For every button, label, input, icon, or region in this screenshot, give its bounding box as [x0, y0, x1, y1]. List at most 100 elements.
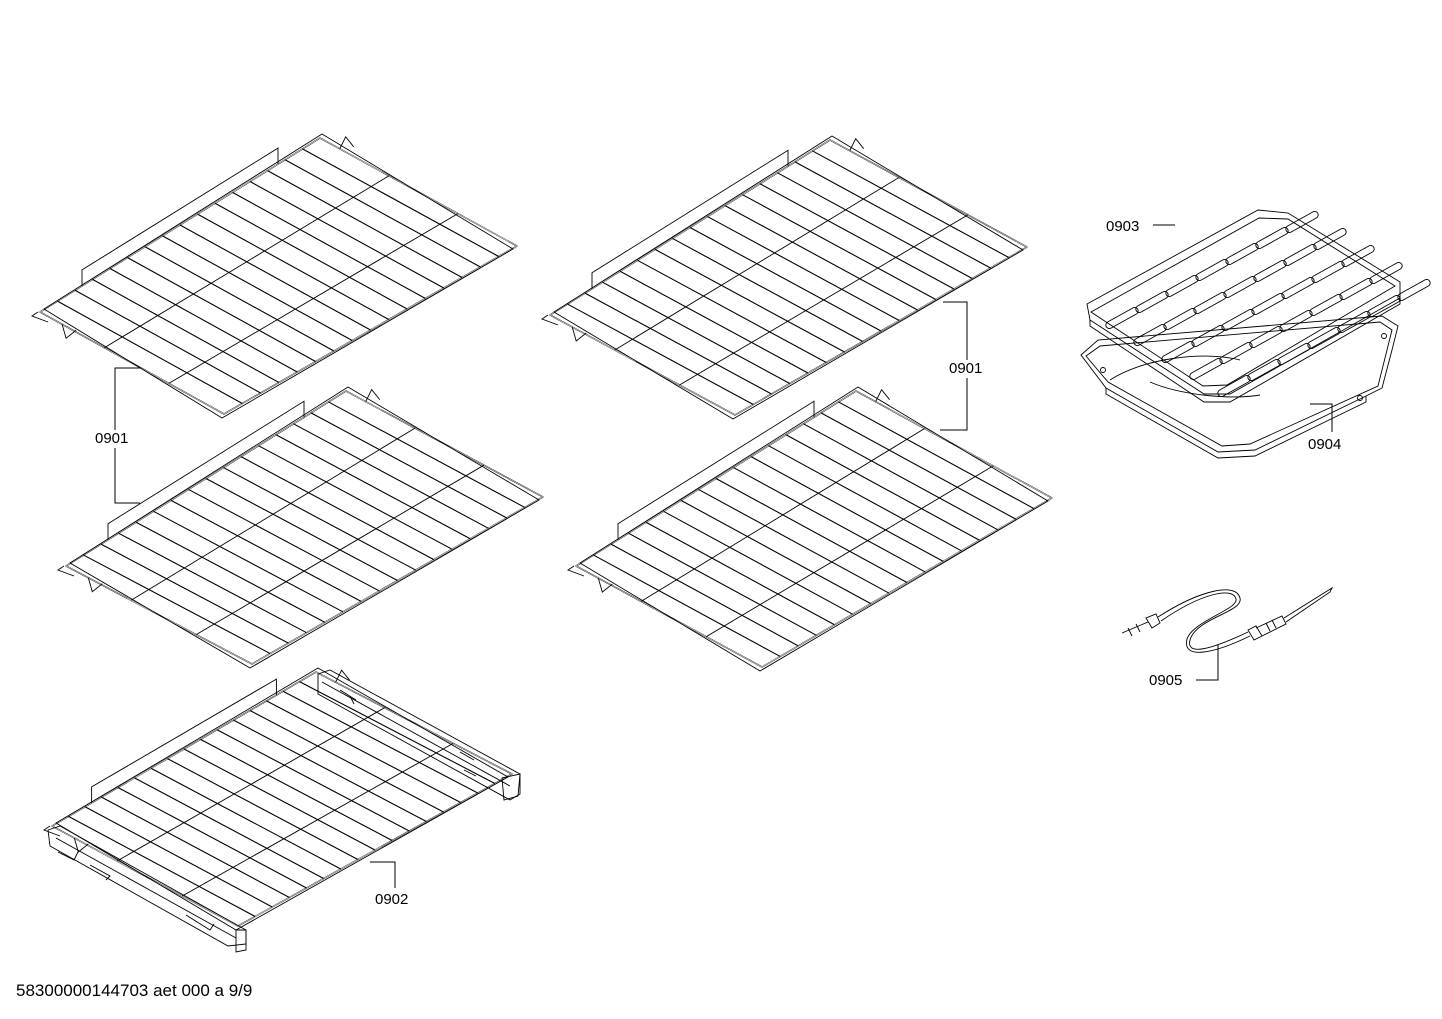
- grid-slot: [1251, 293, 1285, 315]
- rack-wire: [135, 521, 326, 623]
- rack-wire: [637, 259, 827, 363]
- grid-slot: [1189, 358, 1223, 380]
- rack-wire: [707, 216, 900, 321]
- grid-slot: [1307, 327, 1341, 349]
- rack-wire: [153, 510, 344, 613]
- oven-rack-top-right: [541, 135, 1028, 420]
- rack-wire: [205, 478, 398, 581]
- grid-slot: [1283, 244, 1317, 266]
- grid-slot: [1191, 325, 1225, 347]
- grid-slot: [1367, 295, 1401, 317]
- rack-wire: [150, 767, 342, 870]
- grid-slot: [1221, 309, 1255, 331]
- rack-wire: [654, 248, 845, 353]
- broil-pan: [1080, 315, 1399, 459]
- rack-wire: [100, 543, 289, 644]
- rack-wire: [680, 499, 872, 605]
- rack-wire: [284, 159, 481, 268]
- rack-wire: [610, 543, 799, 647]
- grid-slot: [1313, 228, 1347, 250]
- oven-rack-bottom-left: [57, 386, 544, 669]
- rack-wire: [214, 202, 408, 310]
- meat-probe: [1121, 586, 1334, 653]
- grid-slot: [1133, 324, 1167, 346]
- rack-wire: [302, 148, 499, 257]
- rack-wire: [619, 270, 809, 374]
- rack-wire: [117, 787, 307, 889]
- rack-wire: [310, 412, 507, 519]
- rack-wire: [233, 719, 427, 822]
- rack-wire: [144, 246, 335, 352]
- grid-slot: [1309, 294, 1343, 316]
- rack-wire: [179, 224, 371, 331]
- rack-wire: [249, 181, 445, 289]
- grid-slot: [1397, 279, 1431, 301]
- grid-slot: [1339, 278, 1373, 300]
- rack-wire: [820, 412, 1017, 520]
- callout-0902: 0902: [375, 891, 408, 908]
- grid-slot: [1341, 245, 1375, 267]
- rack-wire: [785, 434, 980, 541]
- grid-slot: [1285, 211, 1319, 233]
- rack-wire: [275, 434, 471, 540]
- telescopic-rail-back: [317, 669, 521, 801]
- rack-wire: [724, 205, 918, 311]
- rack-wire: [750, 456, 944, 562]
- rack-wire: [777, 172, 973, 279]
- rack-wire: [328, 401, 526, 508]
- rack-wire: [742, 194, 937, 300]
- grid-slot: [1277, 343, 1311, 365]
- document-code: 58300000144703 aet 000 a 9/9: [16, 981, 253, 1000]
- grid-slot: [1225, 243, 1259, 265]
- rack-wire: [645, 521, 835, 626]
- rack-wire: [223, 467, 416, 571]
- grid-slot: [1219, 342, 1253, 364]
- rack-wire: [200, 738, 393, 841]
- grid-slot: [1369, 262, 1403, 284]
- rack-wire: [188, 488, 380, 592]
- rack-wire: [109, 268, 298, 373]
- grid-slot: [1193, 292, 1227, 314]
- broil-pan-grid: [1086, 209, 1431, 403]
- rack-wire: [266, 700, 461, 803]
- oven-rack-bottom-right: [567, 386, 1053, 672]
- grid-slot: [1255, 227, 1289, 249]
- rack-wire: [127, 257, 316, 362]
- rack-wire: [593, 554, 781, 657]
- rack-wire: [838, 401, 1035, 510]
- rack-wire: [92, 278, 280, 383]
- rack-wire: [267, 170, 463, 278]
- rack-wire: [162, 235, 353, 341]
- rack-wire: [759, 183, 955, 290]
- rack-wire: [715, 478, 908, 583]
- rack-wire: [240, 456, 435, 561]
- rack-wire: [794, 161, 991, 269]
- grid-slot: [1223, 276, 1257, 298]
- rack-wire: [689, 227, 882, 332]
- rack-wire: [663, 510, 853, 615]
- grid-slot: [1217, 375, 1251, 397]
- rack-wire: [567, 303, 754, 405]
- rack-wire: [68, 815, 256, 917]
- rack-wire: [768, 445, 962, 552]
- oven-rack-top-left: [31, 133, 518, 419]
- grid-slot: [1281, 277, 1315, 299]
- grid-slot: [1195, 259, 1229, 281]
- grid-slot: [1247, 359, 1281, 381]
- grid-slot: [1311, 261, 1345, 283]
- callout-0904: 0904: [1308, 436, 1341, 453]
- rack-wire: [232, 191, 426, 299]
- grid-slot: [1161, 341, 1195, 363]
- rack-wire: [293, 423, 489, 529]
- grid-slot: [1105, 307, 1139, 329]
- rack-wire: [170, 499, 362, 602]
- rack-wire: [698, 488, 890, 594]
- leader-lines: [114, 224, 1333, 888]
- rack-wire: [672, 237, 864, 342]
- rack-wire: [733, 467, 926, 573]
- grid-slot: [1165, 275, 1199, 297]
- rack-wire: [183, 748, 376, 851]
- grid-slot: [1135, 291, 1169, 313]
- rack-wire: [83, 554, 271, 655]
